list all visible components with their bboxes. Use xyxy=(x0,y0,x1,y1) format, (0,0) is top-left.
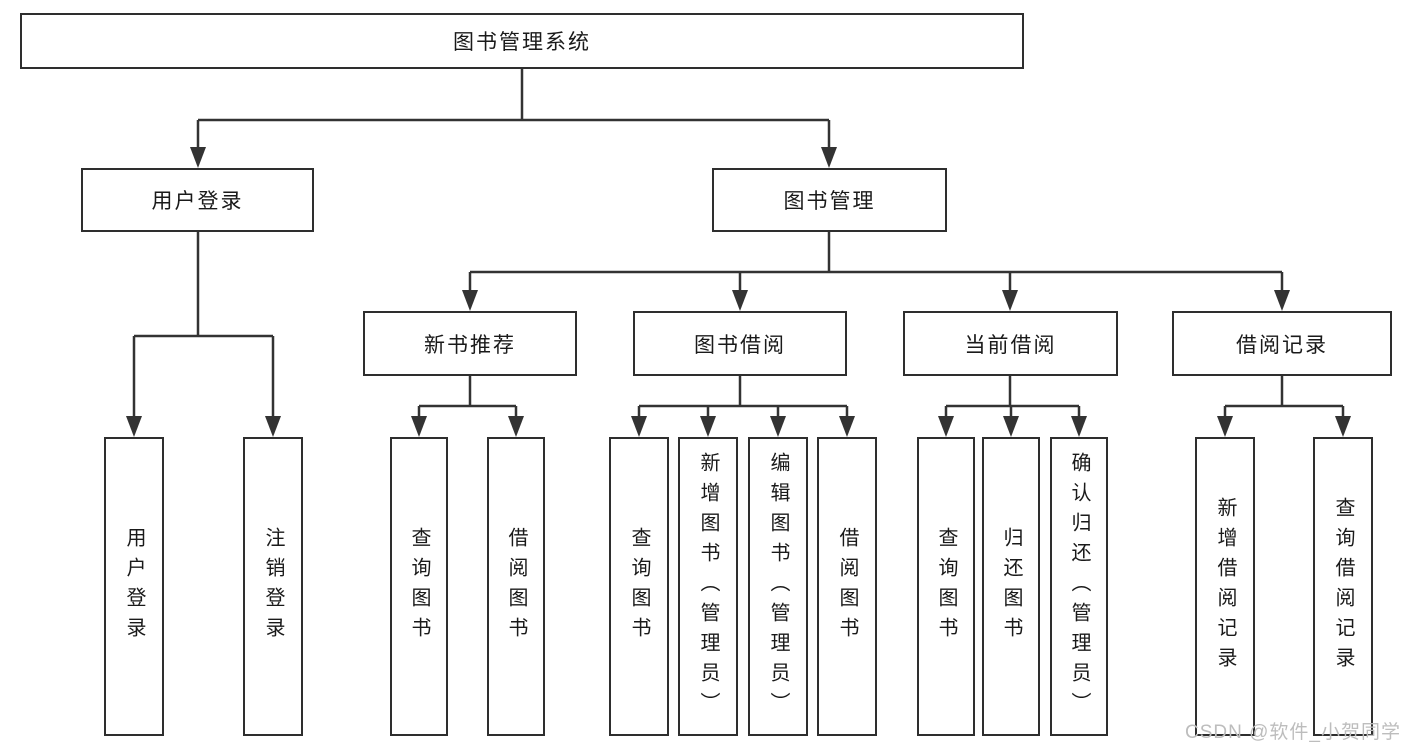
leaf-add-book-admin: 新增图书（管理员） xyxy=(678,437,738,736)
csdn-watermark: CSDN @软件_小贺同学 xyxy=(1185,722,1401,743)
node-library-management-system: 图书管理系统 xyxy=(20,13,1024,69)
leaf-return-book: 归还图书 xyxy=(982,437,1040,736)
node-book-management: 图书管理 xyxy=(712,168,947,232)
node-new-book-recommendation: 新书推荐 xyxy=(363,311,577,376)
leaf-add-borrow-record: 新增借阅记录 xyxy=(1195,437,1255,736)
leaf-confirm-return-admin: 确认归还（管理员） xyxy=(1050,437,1108,736)
node-current-borrowing: 当前借阅 xyxy=(903,311,1118,376)
leaf-user-login: 用户登录 xyxy=(104,437,164,736)
leaf-borrow-books-recommend: 借阅图书 xyxy=(487,437,545,736)
leaf-logout: 注销登录 xyxy=(243,437,303,736)
leaf-edit-book-admin: 编辑图书（管理员） xyxy=(748,437,808,736)
node-borrowing-records: 借阅记录 xyxy=(1172,311,1392,376)
arrowheads xyxy=(126,147,1351,437)
leaf-query-books-borrow: 查询图书 xyxy=(609,437,669,736)
node-user-login: 用户登录 xyxy=(81,168,314,232)
leaf-query-books-recommend: 查询图书 xyxy=(390,437,448,736)
node-book-borrowing: 图书借阅 xyxy=(633,311,847,376)
leaf-query-books-current: 查询图书 xyxy=(917,437,975,736)
leaf-query-borrow-record: 查询借阅记录 xyxy=(1313,437,1373,736)
leaf-borrow-books: 借阅图书 xyxy=(817,437,877,736)
